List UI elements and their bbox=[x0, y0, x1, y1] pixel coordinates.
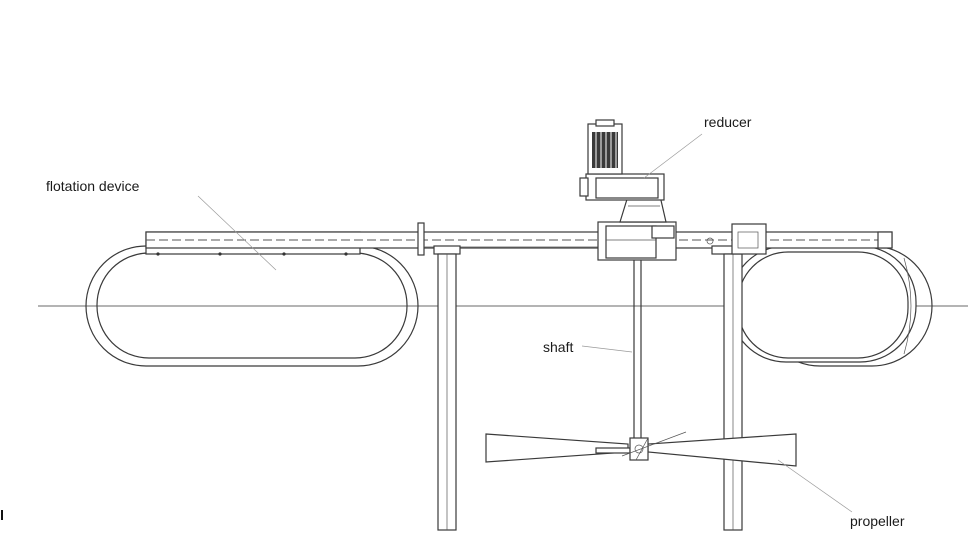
drive-shaft bbox=[633, 260, 642, 442]
label-flotation-device: flotation device bbox=[46, 178, 140, 194]
reducer-gearbox bbox=[579, 173, 667, 223]
left-leg bbox=[433, 245, 461, 531]
leader-shaft bbox=[581, 345, 633, 353]
leader-propeller bbox=[777, 459, 853, 513]
leader-reducer bbox=[643, 133, 703, 179]
label-shaft: shaft bbox=[543, 339, 573, 355]
label-reducer: reducer bbox=[704, 114, 752, 130]
label-propeller: propeller bbox=[850, 513, 905, 529]
motor bbox=[587, 119, 623, 175]
right-float bbox=[729, 245, 933, 367]
propeller-blades bbox=[485, 431, 797, 467]
right-clamp bbox=[706, 223, 767, 255]
right-leg bbox=[711, 245, 743, 531]
main-beam bbox=[145, 231, 893, 249]
leader-flotation bbox=[197, 195, 277, 271]
center-bearing-housing bbox=[597, 221, 677, 261]
